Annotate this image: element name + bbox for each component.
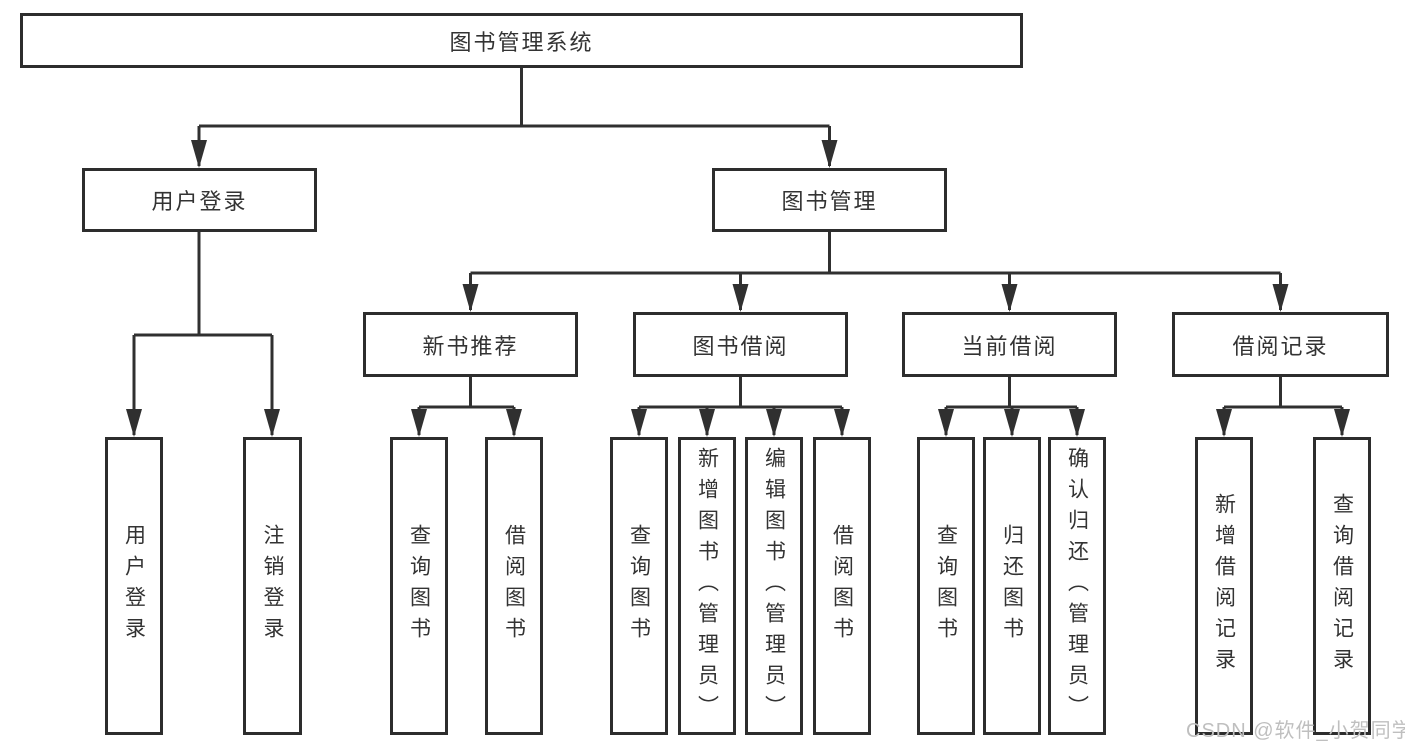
connector-book-borrow-children bbox=[631, 377, 850, 437]
node-label: 新增借阅记录 bbox=[1212, 493, 1236, 679]
node-label: 查询借阅记录 bbox=[1330, 493, 1354, 679]
connector-borrow-records-children bbox=[1216, 377, 1350, 437]
leaf-borrow-books-2: 借阅图书 bbox=[813, 437, 871, 735]
leaf-user-login: 用户登录 bbox=[105, 437, 163, 735]
node-label: 当前借阅 bbox=[961, 333, 1058, 359]
leaf-query-borrow-record: 查询借阅记录 bbox=[1313, 437, 1371, 735]
node-current-borrow: 当前借阅 bbox=[902, 312, 1117, 377]
node-library-management-system: 图书管理系统 bbox=[20, 13, 1023, 68]
node-label: 新书推荐 bbox=[422, 333, 519, 359]
leaf-add-books-admin: 新增图书（管理员） bbox=[678, 437, 736, 735]
csdn-watermark: CSDN @软件_小贺同学 bbox=[1186, 720, 1405, 742]
node-label: 图书管理系统 bbox=[449, 29, 594, 55]
connector-book-management-to-level2 bbox=[462, 232, 1289, 312]
node-user-login: 用户登录 bbox=[82, 168, 317, 232]
node-label: 借阅图书 bbox=[830, 524, 854, 648]
node-label: 用户登录 bbox=[122, 524, 146, 648]
node-new-book-recommend: 新书推荐 bbox=[363, 312, 578, 377]
node-label: 借阅图书 bbox=[502, 524, 526, 648]
node-label: 归还图书 bbox=[1000, 524, 1024, 648]
node-label: 确认归还（管理员） bbox=[1065, 446, 1089, 726]
connector-user-login-children bbox=[126, 232, 280, 437]
node-label: 注销登录 bbox=[261, 524, 284, 648]
node-label: 借阅记录 bbox=[1232, 333, 1329, 359]
node-label: 查询图书 bbox=[627, 524, 651, 648]
connector-root-to-level1 bbox=[191, 68, 838, 168]
connector-new-books-children bbox=[411, 377, 522, 437]
leaf-query-books-3: 查询图书 bbox=[917, 437, 975, 735]
node-label: 编辑图书（管理员） bbox=[762, 446, 786, 726]
node-label: 用户登录 bbox=[151, 189, 248, 214]
leaf-add-borrow-record: 新增借阅记录 bbox=[1195, 437, 1253, 735]
node-label: 图书管理 bbox=[781, 189, 878, 214]
leaf-confirm-return-admin: 确认归还（管理员） bbox=[1048, 437, 1106, 735]
node-book-borrow: 图书借阅 bbox=[633, 312, 848, 377]
node-label: 新增图书（管理员） bbox=[695, 446, 719, 726]
node-borrow-records: 借阅记录 bbox=[1172, 312, 1389, 377]
node-label: 查询图书 bbox=[407, 524, 431, 648]
leaf-query-books-1: 查询图书 bbox=[390, 437, 448, 735]
leaf-return-books: 归还图书 bbox=[983, 437, 1041, 735]
node-label: 查询图书 bbox=[934, 524, 958, 648]
node-label: 图书借阅 bbox=[692, 333, 789, 359]
leaf-edit-books-admin: 编辑图书（管理员） bbox=[745, 437, 803, 735]
leaf-logout: 注销登录 bbox=[243, 437, 302, 735]
node-book-management: 图书管理 bbox=[712, 168, 947, 232]
leaf-query-books-2: 查询图书 bbox=[610, 437, 668, 735]
connector-current-borrow-children bbox=[938, 377, 1085, 437]
leaf-borrow-books-1: 借阅图书 bbox=[485, 437, 543, 735]
